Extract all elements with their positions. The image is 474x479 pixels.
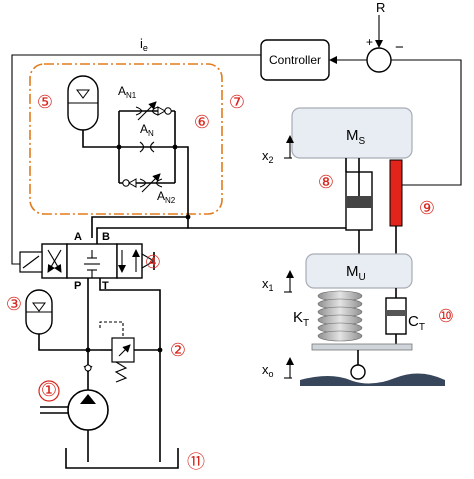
port-a-label: A (74, 231, 82, 243)
callout-1-ring (38, 380, 60, 402)
callout-7: ⑦ (229, 92, 245, 112)
an1-check (157, 106, 167, 116)
control-signal-line (11, 54, 261, 265)
tank-11 (65, 448, 179, 469)
port-b-label: B (102, 231, 110, 243)
an-label: AN (140, 122, 154, 138)
an2-check (127, 178, 137, 188)
accumulator-3-triangle (32, 302, 46, 312)
actuator-piston (346, 196, 372, 208)
x1-label: x1 (262, 276, 274, 293)
feedback-line (391, 59, 462, 186)
reference-label: R (376, 0, 385, 15)
suspension-model: MS x2 MU x1 KT (262, 107, 445, 386)
wheel-plate (311, 343, 413, 351)
return-line (99, 278, 161, 462)
summing-minus: − (395, 39, 404, 56)
callout-2: ② (170, 340, 186, 360)
unsprung-mass-label: MU (346, 263, 366, 283)
valve-group-border (29, 63, 223, 215)
callout-10: ⑩ (438, 306, 454, 326)
callout-1: ① (41, 380, 57, 400)
callout-6: ⑥ (194, 112, 210, 132)
line-to-actuator (175, 146, 346, 229)
control-loop: R + − Controller ie (11, 0, 462, 265)
port-p-label: P (74, 280, 81, 292)
damping-valve-network: AN1 AN AN2 (91, 84, 346, 238)
relief-spring (114, 361, 128, 383)
callout-8: ⑧ (318, 172, 334, 192)
damper-piston (386, 310, 406, 316)
valve-arrow-2 (47, 249, 62, 273)
spring-label: KT (293, 309, 309, 329)
accumulator-5 (67, 75, 119, 148)
road-wheel (350, 364, 366, 380)
unsprung-mass-box (305, 253, 413, 289)
callout-5: ⑤ (37, 92, 53, 112)
supply-circuit (25, 278, 179, 469)
line-b-port (96, 227, 188, 244)
controller-box (260, 39, 330, 81)
pump-triangle (80, 394, 96, 404)
x2-label: x2 (262, 148, 274, 165)
controller-label: Controller (269, 53, 321, 67)
summing-junction (366, 47, 392, 73)
an1-adjust-arrow (137, 101, 157, 121)
an1-label: AN1 (118, 84, 137, 100)
callouts: ① ② ③ ④ ⑤ ⑥ ⑦ ⑧ ⑨ ⑩ ⑪ (6, 92, 454, 472)
an-orifice (139, 141, 155, 153)
relief-arrow (118, 344, 131, 357)
an2-label: AN2 (157, 189, 176, 205)
road-profile (300, 373, 445, 386)
accumulator-triangle (76, 89, 90, 99)
callout-3: ③ (6, 294, 22, 314)
summing-plus: + (366, 35, 373, 49)
an2-adjust-arrow (141, 173, 161, 193)
relief-valve (111, 337, 135, 363)
accumulator-3-line (38, 334, 88, 351)
callout-11: ⑪ (187, 452, 205, 472)
callout-4: ④ (145, 252, 161, 272)
callout-9: ⑨ (419, 198, 435, 218)
node-relief (157, 347, 163, 353)
directional-valve-4: A B P T (19, 231, 156, 292)
valve-pos-right (116, 243, 143, 279)
line-to-valve-a (91, 216, 188, 238)
current-label: ie (140, 36, 148, 53)
sensor-actuator-9 (389, 159, 403, 227)
damper-label: CT (408, 313, 425, 333)
port-t-label: T (102, 280, 109, 292)
sprung-mass-label: MS (346, 127, 366, 147)
check-valve-ball (84, 364, 92, 372)
relief-pilot (99, 321, 124, 338)
an1-check-ball (164, 107, 172, 115)
accumulator-line (82, 130, 119, 148)
tyre-spring (317, 290, 363, 342)
sprung-mass-box (291, 107, 413, 159)
solenoid-slash (22, 255, 40, 269)
x0-label: xo (262, 362, 274, 379)
